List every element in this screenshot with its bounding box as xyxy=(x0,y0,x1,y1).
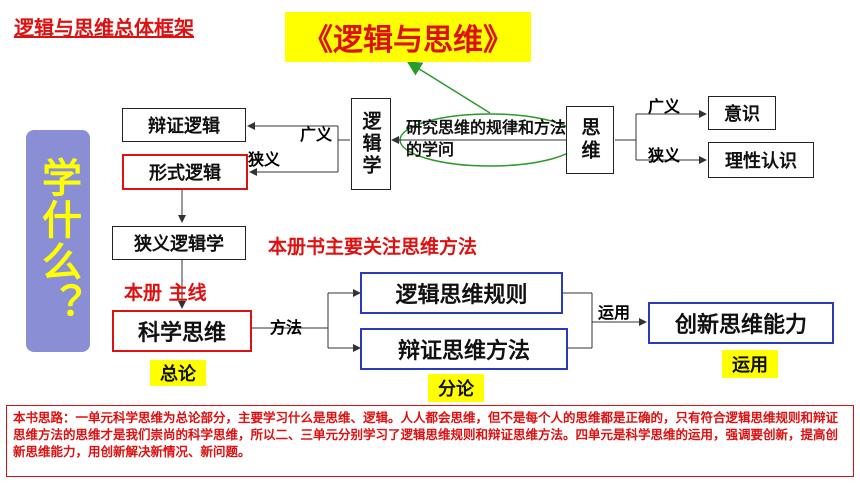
footer-note-box: 本书思路：一单元科学思维为总论部分，主要学习什么是思维、逻辑。人人都会思维，但不… xyxy=(6,405,854,477)
rational-knowledge-box: 理性认识 xyxy=(708,142,814,178)
book-title: 《逻辑与思维》 xyxy=(303,23,513,58)
left-broad-label: 广义 xyxy=(300,125,333,144)
question-sidebar: 学什么？ xyxy=(26,130,90,352)
innovation-box: 创新思维能力 xyxy=(648,302,834,344)
general-tag: 总论 xyxy=(150,360,206,386)
thinking-vertical-box: 思维 xyxy=(566,106,614,174)
definition-text: 研究思维的规律和方法的学问 xyxy=(406,118,567,159)
apply-tag-text: 运用 xyxy=(732,355,768,376)
apply-tag: 运用 xyxy=(722,350,778,378)
right-narrow-label: 狭义 xyxy=(648,146,681,165)
logic-vertical-box: 逻辑学 xyxy=(351,98,391,190)
book-title-banner: 《逻辑与思维》 xyxy=(285,12,531,62)
sub-tag: 分论 xyxy=(428,374,484,402)
formal-logic-box: 形式逻辑 xyxy=(122,154,248,190)
footer-note-text: 本书思路：一单元科学思维为总论部分，主要学习什么是思维、逻辑。人人都会思维，但不… xyxy=(13,410,839,459)
narrow-logic-box: 狭义逻辑学 xyxy=(112,226,246,260)
consciousness-box: 意识 xyxy=(708,96,776,130)
consciousness-label: 意识 xyxy=(724,104,760,125)
question-text: 学什么？ xyxy=(35,157,81,325)
general-tag-text: 总论 xyxy=(160,364,196,385)
thinking-vertical-label: 思维 xyxy=(578,117,601,163)
dialectical-logic-label: 辩证逻辑 xyxy=(148,116,220,137)
green-arrow xyxy=(406,61,491,114)
innovation-label: 创新思维能力 xyxy=(674,313,807,338)
dialectical-methods-box: 辩证思维方法 xyxy=(360,328,568,370)
scientific-thinking-label: 科学思维 xyxy=(137,321,226,346)
sub-tag-text: 分论 xyxy=(438,379,474,400)
left-narrow-label: 狭义 xyxy=(248,150,281,169)
logic-rules-label: 逻辑思维规则 xyxy=(395,283,528,308)
method-label: 方法 xyxy=(270,318,303,337)
right-broad-label: 广义 xyxy=(648,97,681,116)
logic-vertical-label: 逻辑学 xyxy=(359,111,382,177)
narrow-logic-label: 狭义逻辑学 xyxy=(134,234,224,255)
formal-logic-label: 形式逻辑 xyxy=(149,163,221,184)
scientific-thinking-box: 科学思维 xyxy=(112,310,252,352)
dialectical-methods-label: 辩证思维方法 xyxy=(397,339,530,364)
apply-arrow-label: 运用 xyxy=(598,303,631,322)
focus-note: 本册书主要关注思维方法 xyxy=(268,236,478,258)
logic-rules-box: 逻辑思维规则 xyxy=(360,272,563,314)
rational-knowledge-label: 理性认识 xyxy=(725,151,797,172)
dialectical-logic-box: 辩证逻辑 xyxy=(122,108,246,142)
mainline-label: 本册 主线 xyxy=(124,282,207,304)
page-title: 逻辑与思维总体框架 xyxy=(14,16,194,40)
